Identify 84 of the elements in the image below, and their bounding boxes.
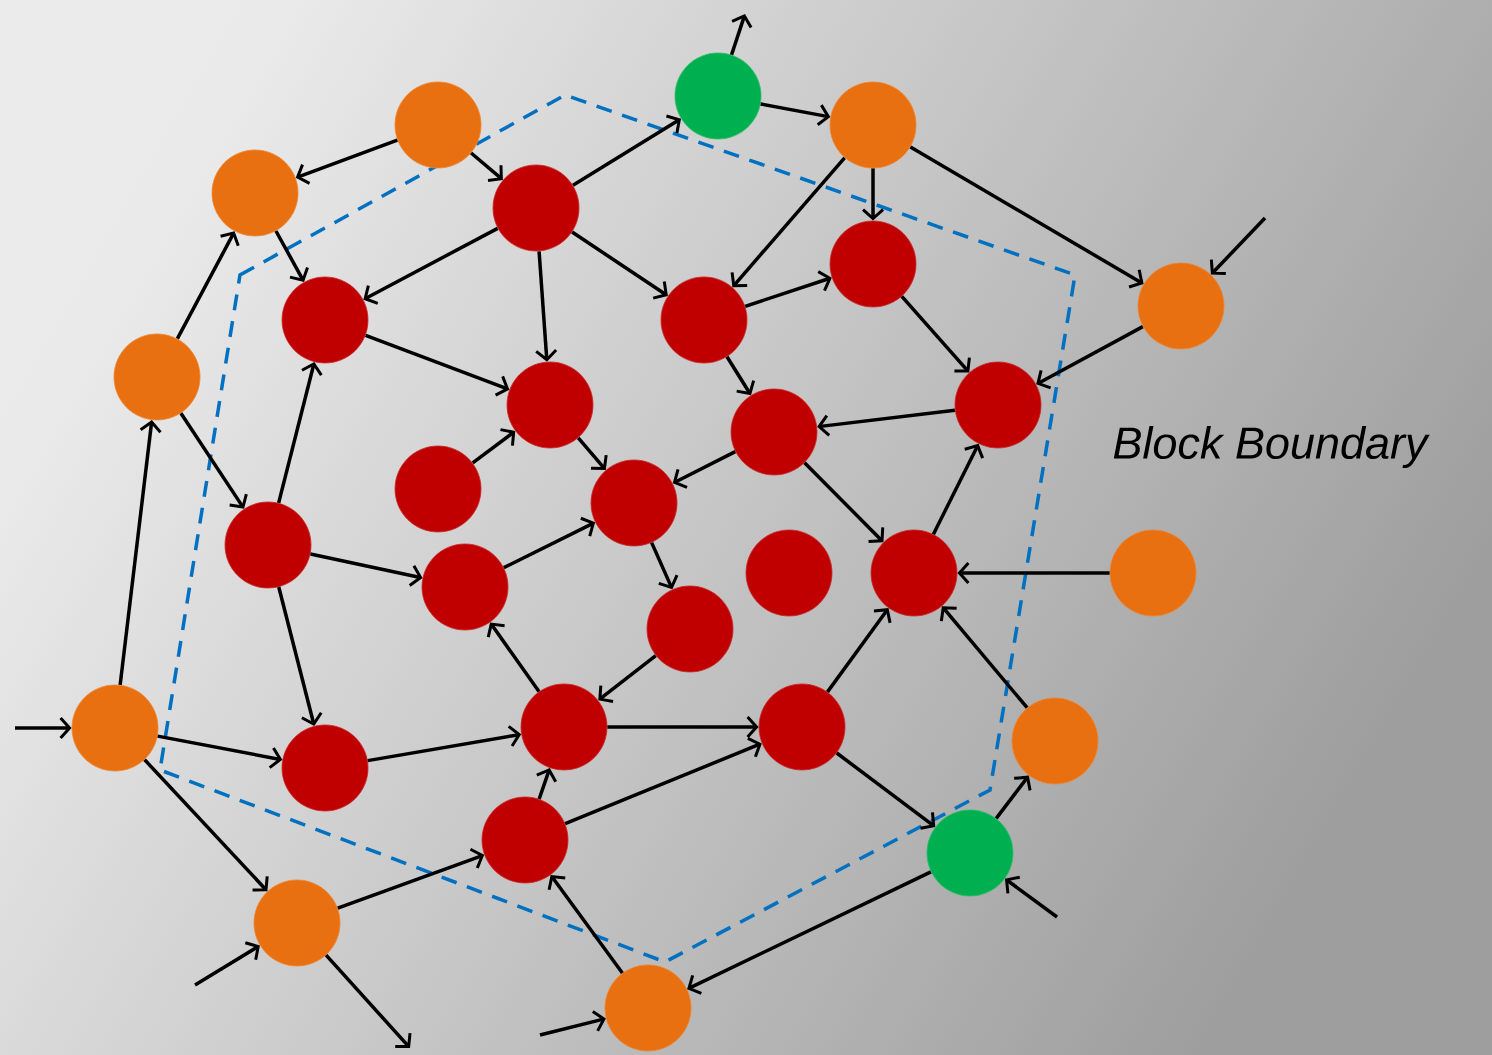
circle-node [926,809,1014,897]
arrow [536,768,558,800]
arrow [486,622,541,693]
circle-node [71,684,159,772]
arrow [909,145,1144,289]
arrow [687,870,932,995]
arrow [471,428,516,465]
circle-node [281,724,369,812]
arrow [310,552,423,587]
arrow [571,230,668,300]
arrow [503,516,596,570]
arrow [175,231,240,340]
circle-node [253,879,341,967]
arrow [276,362,323,504]
circle-node [481,796,569,884]
arrow [994,775,1032,820]
circle-node [421,543,509,631]
arrow [337,847,485,910]
arrow [365,333,510,397]
arrow [277,586,323,726]
arrow [576,436,608,471]
arrow [470,151,503,182]
arrow [367,725,522,763]
circle-node [394,81,482,169]
circle-node [646,585,734,673]
arrow [730,156,846,288]
arrow [760,102,831,126]
arrow [957,562,1110,584]
arrow [274,230,309,282]
arrow [1209,216,1267,276]
circle-node [590,459,678,547]
arrow [535,251,558,362]
arrow [803,461,885,543]
arrow [572,114,682,187]
arrow [672,450,737,489]
arrow [539,1010,606,1037]
circle-node [113,333,201,421]
arrow [547,875,624,974]
arrow [143,758,269,892]
circle-node [758,683,846,771]
arrow [179,412,248,509]
circle-node [1011,697,1099,785]
arrow [650,541,679,590]
arrow [862,168,884,221]
circle-node [211,149,299,237]
circle-node [492,164,580,252]
arrow [363,226,499,305]
circle-node [1109,529,1197,617]
boundary-label: Block Boundary [1113,426,1430,468]
circle-node [829,81,917,169]
circle-node [506,361,594,449]
arrow [564,736,762,826]
arrow [931,443,984,535]
arrow [835,751,936,830]
arrow [324,954,412,1048]
arrow [15,717,72,739]
arrow [194,941,260,987]
arrow [744,270,832,308]
circle-node [520,683,608,771]
arrow [826,608,892,693]
circle-node [394,445,482,533]
circle-node [604,964,692,1052]
arrow [729,14,753,56]
arrow [295,138,398,185]
circle-node [674,52,762,140]
arrow [817,408,956,437]
circle-node [730,388,818,476]
arrow [598,654,657,703]
circle-node [954,361,1042,449]
circle-node [224,501,312,589]
circle-node [829,220,917,308]
arrow [1004,875,1059,919]
arrow [607,716,759,738]
circle-node [660,276,748,364]
circle-node [745,529,833,617]
arrow [157,734,283,769]
circle-node [281,276,369,364]
circle-node [870,529,958,617]
circle-node [1137,262,1225,350]
arrow [900,295,971,373]
arrow [725,355,756,396]
arrow [939,606,1029,709]
arrow [1036,325,1144,390]
arrow [118,420,162,686]
